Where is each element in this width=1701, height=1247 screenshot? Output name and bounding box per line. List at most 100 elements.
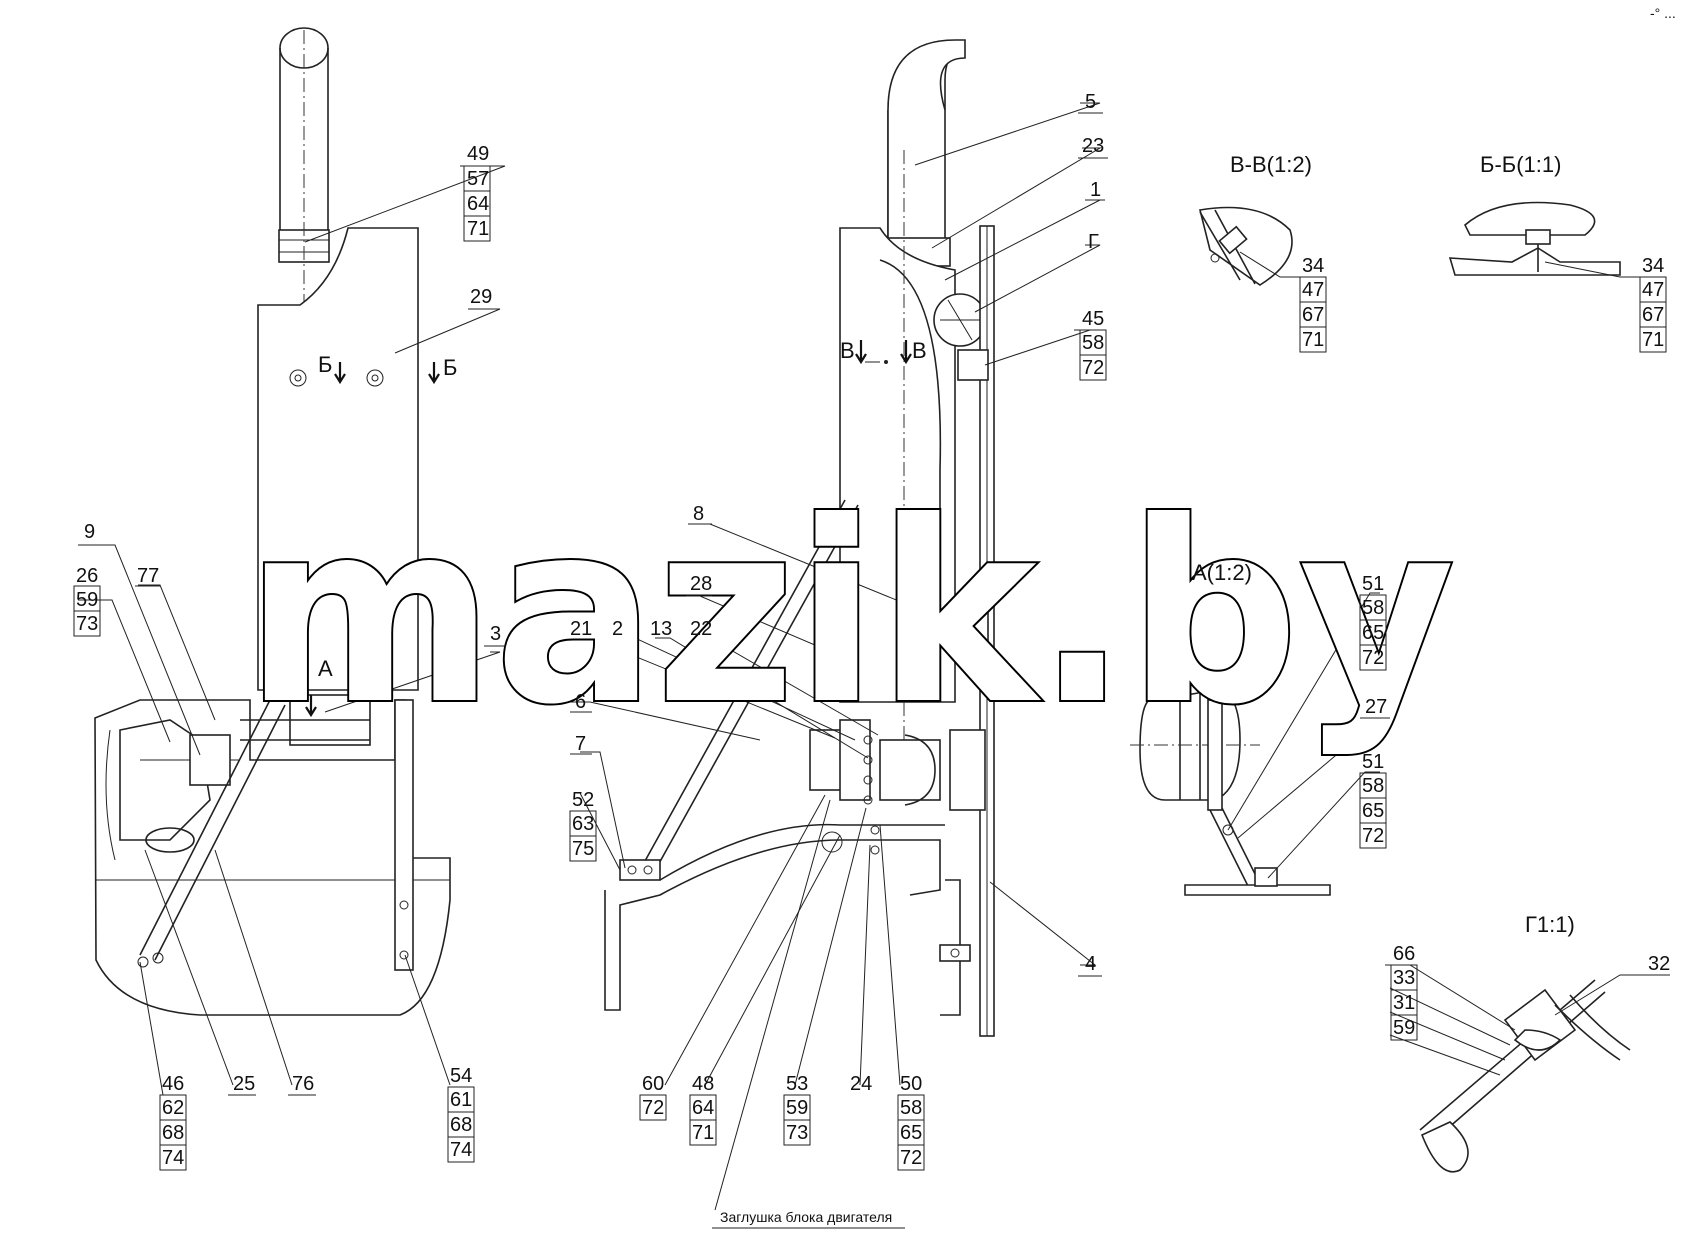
callout-52: 52 63 75 <box>569 789 597 862</box>
detail-a <box>1130 689 1331 896</box>
svg-text:22: 22 <box>690 618 712 640</box>
view-title-vv: В-В(1:2) <box>1230 152 1312 177</box>
svg-text:71: 71 <box>692 1122 714 1144</box>
callout-1: 1 <box>1085 179 1105 201</box>
callout-45: 45 58 72 <box>1079 308 1107 381</box>
svg-text:71: 71 <box>1642 329 1664 351</box>
svg-text:75: 75 <box>572 838 594 860</box>
section-mark-b-right: Б <box>443 355 457 380</box>
svg-text:25: 25 <box>233 1073 255 1095</box>
svg-text:9: 9 <box>84 521 95 543</box>
svg-text:23: 23 <box>1082 135 1104 157</box>
svg-text:65: 65 <box>1362 800 1384 822</box>
svg-text:76: 76 <box>292 1073 314 1095</box>
section-mark-b-left: Б <box>318 352 332 377</box>
callout-5: 5 <box>1078 91 1103 114</box>
svg-text:64: 64 <box>692 1097 714 1119</box>
section-bb <box>1448 201 1621 276</box>
callout-32: 32 <box>1640 953 1670 976</box>
callout-25: 25 <box>228 1073 256 1096</box>
svg-text:67: 67 <box>1642 304 1664 326</box>
svg-text:33: 33 <box>1393 967 1415 989</box>
svg-text:51: 51 <box>1362 751 1384 773</box>
svg-text:52: 52 <box>572 789 594 811</box>
callout-51-top: 51 58 65 72 <box>1359 573 1387 671</box>
callout-4: 4 <box>1078 953 1102 977</box>
svg-text:58: 58 <box>1362 597 1384 619</box>
svg-text:28: 28 <box>690 573 712 595</box>
svg-text:59: 59 <box>1393 1017 1415 1039</box>
callout-6: 6 <box>570 691 592 713</box>
callout-8: 8 <box>688 503 712 525</box>
svg-text:31: 31 <box>1393 992 1415 1014</box>
callout-7: 7 <box>570 733 592 755</box>
detail-mark-a: А <box>318 656 333 681</box>
svg-text:13: 13 <box>650 618 672 640</box>
callout-50: 50 58 65 72 <box>897 1073 925 1171</box>
svg-text:60: 60 <box>642 1073 664 1095</box>
callout-66: 66 33 31 59 <box>1390 943 1418 1041</box>
svg-text:27: 27 <box>1365 696 1387 718</box>
callout-60: 60 72 <box>639 1073 667 1121</box>
svg-text:34: 34 <box>1642 255 1664 277</box>
svg-text:68: 68 <box>162 1122 184 1144</box>
left-view <box>94 27 451 1016</box>
svg-text:67: 67 <box>1302 304 1324 326</box>
svg-text:47: 47 <box>1642 279 1664 301</box>
svg-text:62: 62 <box>162 1097 184 1119</box>
svg-text:48: 48 <box>692 1073 714 1095</box>
section-vv <box>1199 206 1293 286</box>
svg-text:73: 73 <box>786 1122 808 1144</box>
svg-text:24: 24 <box>850 1073 872 1095</box>
bolt-hole <box>289 624 307 642</box>
callout-24: 24 <box>850 1073 872 1095</box>
section-mark-v-left: В <box>840 338 855 363</box>
callout-77: 77 <box>135 565 160 587</box>
svg-text:59: 59 <box>76 589 98 611</box>
note-engine-block-plug: Заглушка блока двигателя <box>720 1209 892 1225</box>
corner-mark: -° ... <box>1650 5 1676 21</box>
middle-view <box>604 39 995 1037</box>
callout-48: 48 64 71 <box>689 1073 717 1146</box>
svg-text:50: 50 <box>900 1073 922 1095</box>
svg-text:2: 2 <box>612 618 623 640</box>
svg-text:32: 32 <box>1648 953 1670 975</box>
svg-text:5: 5 <box>1085 91 1096 113</box>
svg-text:26: 26 <box>76 565 98 587</box>
svg-text:6: 6 <box>575 691 586 713</box>
bolt-hole <box>366 624 384 642</box>
callout-34-bb: 34 47 67 71 <box>1639 255 1667 353</box>
svg-text:58: 58 <box>900 1097 922 1119</box>
section-mark-v-right: В <box>912 338 927 363</box>
callout-3: 3 <box>484 623 506 647</box>
callout-51-bottom: 51 58 65 72 <box>1359 751 1387 849</box>
callout-9: 9 <box>78 521 100 546</box>
svg-text:63: 63 <box>572 813 594 835</box>
svg-text:29: 29 <box>470 286 492 308</box>
svg-text:8: 8 <box>693 503 704 525</box>
svg-text:59: 59 <box>786 1097 808 1119</box>
svg-text:74: 74 <box>162 1147 184 1169</box>
svg-text:3: 3 <box>490 623 501 645</box>
svg-text:72: 72 <box>642 1097 664 1119</box>
svg-text:47: 47 <box>1302 279 1324 301</box>
callout-23: 23 <box>1078 135 1108 159</box>
svg-text:66: 66 <box>1393 943 1415 965</box>
svg-text:65: 65 <box>1362 622 1384 644</box>
svg-text:71: 71 <box>1302 329 1324 351</box>
svg-text:53: 53 <box>786 1073 808 1095</box>
svg-text:4: 4 <box>1085 953 1096 975</box>
callout-26: 26 59 73 <box>73 565 101 637</box>
svg-text:74: 74 <box>450 1139 472 1161</box>
svg-text:51: 51 <box>1362 573 1384 595</box>
callout-13: 13 <box>650 618 672 640</box>
svg-text:72: 72 <box>1362 825 1384 847</box>
svg-text:49: 49 <box>467 143 489 165</box>
svg-text:58: 58 <box>1362 775 1384 797</box>
view-title-a: А(1:2) <box>1192 560 1252 585</box>
svg-text:57: 57 <box>467 168 489 190</box>
callout-27: 27 <box>1360 696 1390 719</box>
svg-text:73: 73 <box>76 613 98 635</box>
svg-text:34: 34 <box>1302 255 1324 277</box>
